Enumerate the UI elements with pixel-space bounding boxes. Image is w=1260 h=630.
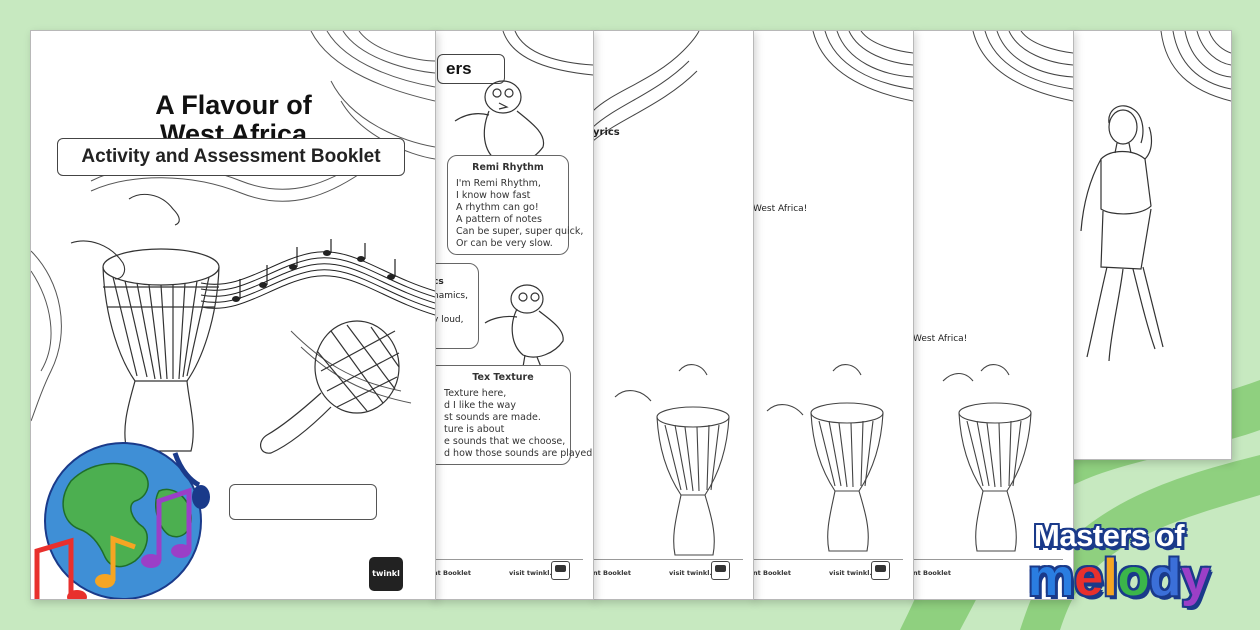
bubble-line: A pattern of notes	[456, 214, 542, 225]
bubble-line: Or can be very slow.	[456, 238, 553, 249]
bubble-title: Remi Rhythm	[472, 162, 544, 173]
footer-right-text: visit twinkl.com	[829, 569, 888, 577]
bubble-line: ture is about	[444, 424, 505, 435]
character-bubble-dynamics	[433, 263, 479, 349]
bubble-line: st sounds are made.	[444, 412, 541, 423]
lyric-fragment: West Africa!	[753, 204, 808, 214]
lyrics-heading-fragment: yrics	[593, 127, 620, 138]
bubble-line: d how those sounds are played.	[444, 448, 594, 459]
masters-of-melody-logo: Masters of melody	[1028, 518, 1253, 618]
twinkl-badge-icon	[551, 561, 570, 580]
djembe-drum-illustration	[766, 364, 884, 552]
bubble-line: e sounds that we choose,	[444, 436, 566, 447]
twinkl-logo: twinkl	[369, 557, 403, 591]
name-input-box[interactable]	[229, 484, 377, 520]
logo-letter: o	[1117, 549, 1150, 607]
contour-decoration	[31, 31, 435, 422]
bubble-line: I know how fast	[456, 190, 531, 201]
bubble-line: d I like the way	[444, 400, 517, 411]
bubble-line: A rhythm can go!	[456, 202, 539, 213]
maraca-illustration	[260, 320, 400, 454]
footer-rule	[433, 559, 583, 560]
twinkl-badge-icon	[711, 561, 730, 580]
bubble-line: I'm Remi Rhythm,	[456, 178, 541, 189]
girl-illustration	[1080, 105, 1164, 362]
booklet-page-4: West Africa! nt Booklet	[912, 30, 1074, 600]
logo-line2: melody	[1028, 548, 1210, 608]
footer-left-text: nt Booklet	[433, 569, 471, 577]
footer-right-text: visit twinkl.com	[509, 569, 568, 577]
logo-letter: e	[1074, 549, 1104, 607]
booklet-page-2: yrics nt Booklet visit twinkl.com	[592, 30, 754, 600]
contour-decoration	[1160, 31, 1231, 102]
twinkl-badge-icon	[871, 561, 890, 580]
cover-title-line1: A Flavour of	[155, 90, 312, 120]
footer-left-text: nt Booklet	[753, 569, 791, 577]
character-bubble-tex: Tex Texture Texture here, d I like the w…	[433, 365, 594, 465]
bubble-fragment: y loud,	[433, 315, 464, 325]
booklet-page-characters: ers Remi Rhythm I'm Remi Rhythm, I know …	[432, 30, 594, 600]
bubble-title: Tex Texture	[472, 372, 534, 383]
logo-line1: Masters of	[1034, 518, 1185, 553]
page-heading: ers	[437, 54, 505, 84]
booklet-page-5	[1070, 30, 1232, 460]
logo-letter: m	[1028, 549, 1075, 607]
globe-with-notes-illustration	[34, 442, 210, 599]
djembe-drum-illustration	[614, 364, 730, 556]
contour-decoration	[972, 31, 1073, 102]
bubble-fragment: cs	[433, 277, 444, 287]
booklet-page-3: West Africa! nt Booklet visit twinkl.com	[752, 30, 914, 600]
logo-letter: l	[1103, 549, 1118, 607]
lyric-fragment: West Africa!	[913, 334, 968, 344]
bubble-line: Texture here,	[444, 388, 507, 399]
djembe-drum-illustration	[942, 364, 1032, 552]
contour-decoration	[502, 31, 593, 76]
bird-character-tex	[484, 284, 564, 368]
cover-subtitle: Activity and Assessment Booklet	[57, 138, 405, 176]
footer-rule	[593, 559, 743, 560]
bubble-fragment: namics,	[433, 291, 468, 301]
bubble-line: Can be super, super quick,	[456, 226, 584, 237]
character-bubble-remi: Remi Rhythm I'm Remi Rhythm, I know how …	[447, 155, 584, 255]
footer-left-text: nt Booklet	[913, 569, 951, 577]
footer-rule	[913, 559, 1063, 560]
logo-letter: d	[1149, 549, 1182, 607]
footer-left-text: nt Booklet	[593, 569, 631, 577]
djembe-drum-illustration	[102, 248, 220, 452]
contour-decoration	[593, 31, 700, 142]
music-staff-illustration	[200, 239, 435, 316]
footer-right-text: visit twinkl.com	[669, 569, 728, 577]
logo-letter: y	[1181, 549, 1211, 607]
contour-decoration	[812, 31, 913, 102]
booklet-cover-page: A Flavour of West Africa Activity and As…	[30, 30, 436, 600]
footer-rule	[753, 559, 903, 560]
